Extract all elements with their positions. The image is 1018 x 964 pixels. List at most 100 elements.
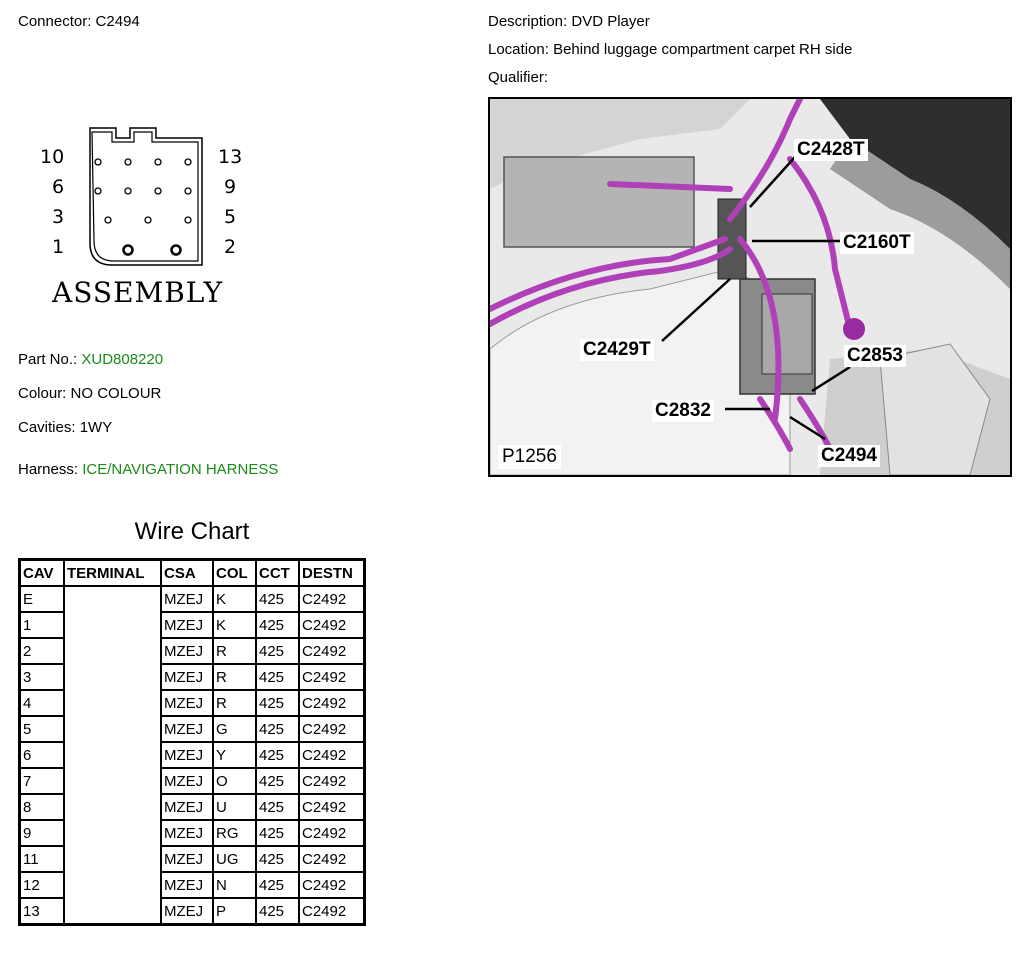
callout-c2853: C2853 xyxy=(844,345,906,367)
header-terminal: TERMINAL xyxy=(63,558,162,587)
cell-destn: C2492 xyxy=(298,897,366,926)
connector-line: Connector: C2494 xyxy=(18,13,140,30)
cell-col: G xyxy=(212,715,257,743)
cell-cct: 425 xyxy=(255,689,300,717)
pin-number-6: 6 xyxy=(52,176,65,198)
cell-csa: MZEJ xyxy=(160,715,214,743)
part-no-link[interactable]: XUD808220 xyxy=(81,351,164,368)
cell-csa: MZEJ xyxy=(160,637,214,665)
part-no-label: Part No.: xyxy=(18,351,78,368)
cell-cav: 11 xyxy=(18,845,65,873)
pin-number-5: 5 xyxy=(224,206,237,228)
description-label: Description: xyxy=(488,13,568,30)
pin-number-1: 1 xyxy=(52,236,65,258)
cell-col: O xyxy=(212,767,257,795)
cell-csa: MZEJ xyxy=(160,897,214,926)
wire-chart-title: Wire Chart xyxy=(134,518,250,545)
connector-face-diagram: 10 13 6 9 3 5 1 2 xyxy=(36,120,256,320)
cell-csa: MZEJ xyxy=(160,663,214,691)
cell-col: RG xyxy=(212,819,257,847)
colour-value: NO COLOUR xyxy=(70,385,162,402)
cell-destn: C2492 xyxy=(298,611,366,639)
cell-col: R xyxy=(212,663,257,691)
cell-cct: 425 xyxy=(255,793,300,821)
header-csa: CSA xyxy=(160,558,214,587)
cell-destn: C2492 xyxy=(298,871,366,899)
cell-cct: 425 xyxy=(255,845,300,873)
cell-cct: 425 xyxy=(255,871,300,899)
cell-cct: 425 xyxy=(255,637,300,665)
part-no-line: Part No.: XUD808220 xyxy=(18,351,163,368)
cell-col: K xyxy=(212,585,257,613)
callout-c2428t: C2428T xyxy=(794,139,868,161)
cell-cct: 425 xyxy=(255,715,300,743)
cell-destn: C2492 xyxy=(298,793,366,821)
harness-link[interactable]: ICE/NAVIGATION HARNESS xyxy=(82,461,279,478)
cell-col: UG xyxy=(212,845,257,873)
colour-label: Colour: xyxy=(18,385,67,402)
cell-col: N xyxy=(212,871,257,899)
cell-cct: 425 xyxy=(255,741,300,769)
cell-csa: MZEJ xyxy=(160,793,214,821)
colour-line: Colour: NO COLOUR xyxy=(18,385,161,402)
callout-c2494: C2494 xyxy=(818,445,880,467)
cell-csa: MZEJ xyxy=(160,585,214,613)
pin-number-9: 9 xyxy=(224,176,237,198)
cell-cct: 425 xyxy=(255,767,300,795)
qualifier-line: Qualifier: xyxy=(488,69,548,86)
pin-number-13: 13 xyxy=(218,146,243,168)
harness-line: Harness: ICE/NAVIGATION HARNESS xyxy=(18,461,278,478)
cell-col: K xyxy=(212,611,257,639)
cell-destn: C2492 xyxy=(298,767,366,795)
cell-destn: C2492 xyxy=(298,689,366,717)
cell-cav: 6 xyxy=(18,741,65,769)
wire-chart-header-row: CAV TERMINAL CSA COL CCT DESTN xyxy=(18,558,366,587)
cell-col: R xyxy=(212,637,257,665)
cell-destn: C2492 xyxy=(298,637,366,665)
description-line: Description: DVD Player xyxy=(488,13,650,30)
connector-value: C2494 xyxy=(95,13,140,30)
header-cct: CCT xyxy=(255,558,300,587)
cell-cct: 425 xyxy=(255,897,300,926)
cell-cct: 425 xyxy=(255,663,300,691)
cell-csa: MZEJ xyxy=(160,845,214,873)
cell-cav: 9 xyxy=(18,819,65,847)
cell-csa: MZEJ xyxy=(160,611,214,639)
cell-cav: 13 xyxy=(18,897,65,926)
cell-cav: 2 xyxy=(18,637,65,665)
cell-cav: E xyxy=(18,585,65,613)
header-destn: DESTN xyxy=(298,558,366,587)
cell-cav: 8 xyxy=(18,793,65,821)
cell-cct: 425 xyxy=(255,819,300,847)
location-photo: C2428T C2160T C2429T C2853 C2832 C2494 P… xyxy=(488,97,1012,477)
cell-col: U xyxy=(212,793,257,821)
cell-destn: C2492 xyxy=(298,585,366,613)
cell-cav: 4 xyxy=(18,689,65,717)
cell-cav: 12 xyxy=(18,871,65,899)
location-label: Location: xyxy=(488,41,549,58)
header-col: COL xyxy=(212,558,257,587)
cell-col: Y xyxy=(212,741,257,769)
pin-number-3: 3 xyxy=(52,206,65,228)
pin-number-2: 2 xyxy=(224,236,237,258)
vehicle-interior-illustration xyxy=(490,99,1010,475)
header-cav: CAV xyxy=(18,558,65,587)
cell-csa: MZEJ xyxy=(160,767,214,795)
cavities-line: Cavities: 1WY xyxy=(18,419,112,436)
cell-cct: 425 xyxy=(255,585,300,613)
cell-destn: C2492 xyxy=(298,741,366,769)
cavities-label: Cavities: xyxy=(18,419,76,436)
harness-label: Harness: xyxy=(18,461,79,478)
cell-csa: MZEJ xyxy=(160,819,214,847)
